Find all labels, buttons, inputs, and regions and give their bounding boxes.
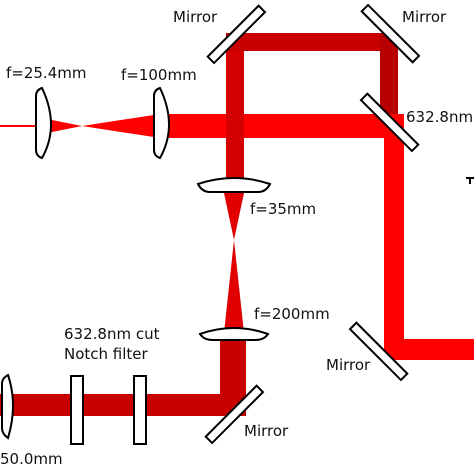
right-beam-vertical [384,114,404,360]
label-mirror-top-left: Mirror [173,8,218,26]
notch-filter-1 [70,375,84,445]
beamsplitter-632nm [359,92,420,153]
lens-f50 [1,373,14,440]
focus-cone-2 [82,114,160,138]
label-filter-line2: Notch filter [64,345,148,363]
edge-optic-fragment [466,177,474,184]
lower-right-beam [384,339,474,360]
focus-cone-3 [224,193,244,240]
label-beamsplitter: 632.8nm [406,108,474,126]
focus-cone-4 [224,240,244,333]
upper-loop-right [380,33,398,121]
mirror-lower-right [348,321,409,382]
upper-loop-top [226,33,390,51]
label-lens-f25: f=25.4mm [6,64,87,82]
label-mirror-bottom: Mirror [244,422,289,440]
mirror-bottom [204,384,265,445]
lens-f200 [198,327,270,341]
beam-paths [0,33,474,416]
mirror-top-right [360,3,421,64]
lenses [1,86,272,440]
label-lens-f100: f=100mm [121,66,197,84]
lens-f25 [35,86,52,160]
main-beam-horizontal [160,114,396,138]
label-filter-line1: 632.8nm cut [64,325,160,343]
focus-cone-1 [42,118,82,134]
label-mirror-top-right: Mirror [402,8,447,26]
lens-f35 [196,177,272,193]
notch-filter-2 [133,375,147,445]
label-lens-f50: 50.0mm [0,450,63,468]
lens-f100 [153,86,170,160]
mirrors [204,3,421,445]
notch-filters [70,375,147,445]
bottom-beam [0,394,246,416]
label-mirror-lower-right: Mirror [326,356,371,374]
mirror-top-left [206,4,267,65]
label-lens-f35: f=35mm [250,200,317,218]
label-lens-f200: f=200mm [254,305,330,323]
upper-loop-left [226,33,244,181]
